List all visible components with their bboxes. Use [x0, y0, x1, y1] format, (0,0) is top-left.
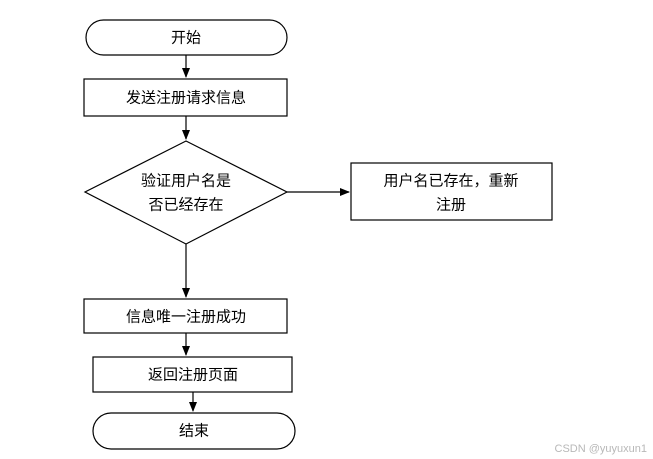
check-username-label-line1: 验证用户名是 [141, 172, 231, 190]
register-success-node: 信息唯一注册成功 [83, 298, 288, 334]
send-request-node: 发送注册请求信息 [83, 78, 288, 117]
csdn-watermark: CSDN @yuyuxun1 [554, 443, 647, 455]
start-label: 开始 [171, 29, 201, 47]
register-success-label: 信息唯一注册成功 [126, 308, 246, 326]
username-exists-node: 用户名已存在，重新 注册 [350, 162, 553, 221]
username-exists-label-line1: 用户名已存在，重新 [383, 172, 518, 190]
check-username-label-line2: 否已经存在 [148, 196, 223, 214]
check-username-decision: 验证用户名是 否已经存在 [83, 140, 289, 245]
end-label: 结束 [179, 422, 209, 440]
back-to-register-node: 返回注册页面 [92, 356, 293, 393]
back-to-register-label: 返回注册页面 [148, 366, 238, 384]
end-node: 结束 [92, 412, 296, 450]
username-exists-label-line2: 注册 [436, 196, 466, 214]
send-request-label: 发送注册请求信息 [126, 89, 246, 107]
start-node: 开始 [85, 19, 288, 56]
